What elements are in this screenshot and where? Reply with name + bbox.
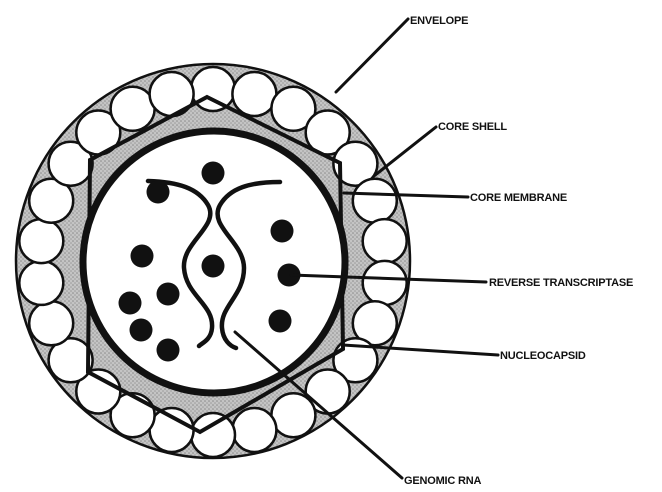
core-shell-label: CORE SHELL xyxy=(438,121,507,133)
envelope-sphere xyxy=(363,261,407,305)
envelope-sphere xyxy=(191,67,235,111)
core-membrane-label: CORE MEMBRANE xyxy=(470,192,567,204)
core-shell-leader xyxy=(374,127,436,176)
envelope-sphere xyxy=(353,179,397,223)
envelope-sphere xyxy=(29,301,73,345)
reverse-transcriptase-label: REVERSE TRANSCRIPTASE xyxy=(489,277,633,289)
envelope-sphere xyxy=(363,219,407,263)
envelope-sphere xyxy=(271,393,315,437)
envelope-sphere xyxy=(111,87,155,131)
envelope-sphere xyxy=(19,261,63,305)
envelope-label: ENVELOPE xyxy=(410,15,468,27)
envelope-sphere xyxy=(191,413,235,457)
envelope-sphere xyxy=(232,72,276,116)
envelope-sphere xyxy=(19,219,63,263)
envelope-leader xyxy=(336,19,408,92)
nucleocapsid-label: NUCLEOCAPSID xyxy=(500,350,586,362)
genomic-rna-label: GENOMIC RNA xyxy=(404,475,482,487)
envelope-sphere xyxy=(232,408,276,452)
